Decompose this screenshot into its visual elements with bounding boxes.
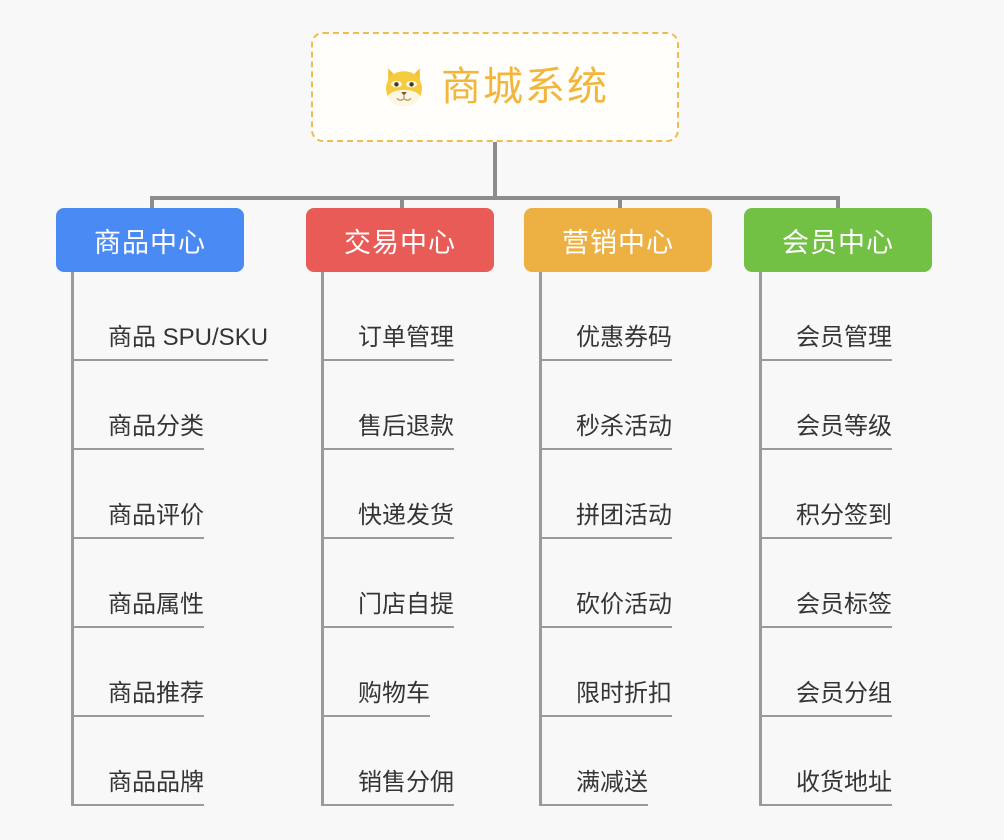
connector-drop-3 — [836, 196, 840, 210]
list-item[interactable]: 收货地址 — [762, 717, 936, 806]
leaf-label: 优惠券码 — [542, 326, 672, 361]
list-item[interactable]: 拼团活动 — [542, 450, 716, 539]
leaf-label: 门店自提 — [324, 593, 454, 628]
list-item[interactable]: 商品品牌 — [74, 717, 248, 806]
leaf-label: 砍价活动 — [542, 593, 672, 628]
list-item[interactable]: 秒杀活动 — [542, 361, 716, 450]
category-header-marketing[interactable]: 营销中心 — [524, 208, 712, 272]
connector-drop-0 — [150, 196, 154, 210]
list-item[interactable]: 积分签到 — [762, 450, 936, 539]
list-item[interactable]: 会员分组 — [762, 628, 936, 717]
list-item[interactable]: 商品推荐 — [74, 628, 248, 717]
category-column-marketing: 营销中心 优惠券码 秒杀活动 拼团活动 砍价活动 限时折扣 满减送 — [524, 208, 716, 806]
leaf-label: 商品 SPU/SKU — [74, 326, 269, 361]
list-item[interactable]: 满减送 — [542, 717, 716, 806]
list-item[interactable]: 商品评价 — [74, 450, 248, 539]
list-item[interactable]: 会员标签 — [762, 539, 936, 628]
leaf-label: 拼团活动 — [542, 504, 672, 539]
list-item[interactable]: 商品属性 — [74, 539, 248, 628]
leaf-label: 秒杀活动 — [542, 415, 672, 450]
shiba-dog-icon — [386, 68, 422, 106]
list-item[interactable]: 销售分佣 — [324, 717, 498, 806]
connector-drop-2 — [618, 196, 622, 210]
list-item[interactable]: 限时折扣 — [542, 628, 716, 717]
list-item[interactable]: 快递发货 — [324, 450, 498, 539]
connector-drop-1 — [400, 196, 404, 210]
leaf-label: 会员管理 — [762, 326, 892, 361]
leaf-label: 积分签到 — [762, 504, 892, 539]
leaf-label: 会员分组 — [762, 682, 892, 717]
leaf-list-trade: 订单管理 售后退款 快递发货 门店自提 购物车 销售分佣 — [321, 272, 498, 806]
category-header-product[interactable]: 商品中心 — [56, 208, 244, 272]
root-node[interactable]: 商城系统 — [311, 32, 679, 142]
list-item[interactable]: 砍价活动 — [542, 539, 716, 628]
list-item[interactable]: 订单管理 — [324, 272, 498, 361]
list-item[interactable]: 商品 SPU/SKU — [74, 272, 269, 361]
leaf-label: 商品属性 — [74, 593, 204, 628]
leaf-label: 满减送 — [542, 771, 648, 806]
leaf-label: 会员等级 — [762, 415, 892, 450]
leaf-list-product: 商品 SPU/SKU 商品分类 商品评价 商品属性 商品推荐 商品品牌 — [71, 272, 269, 806]
category-column-trade: 交易中心 订单管理 售后退款 快递发货 门店自提 购物车 销售分佣 — [306, 208, 498, 806]
list-item[interactable]: 会员等级 — [762, 361, 936, 450]
category-header-label: 营销中心 — [562, 227, 674, 258]
category-header-label: 商品中心 — [94, 227, 206, 258]
category-header-trade[interactable]: 交易中心 — [306, 208, 494, 272]
leaf-label: 商品推荐 — [74, 682, 204, 717]
leaf-list-marketing: 优惠券码 秒杀活动 拼团活动 砍价活动 限时折扣 满减送 — [539, 272, 716, 806]
category-column-member: 会员中心 会员管理 会员等级 积分签到 会员标签 会员分组 收货地址 — [744, 208, 936, 806]
leaf-label: 售后退款 — [324, 415, 454, 450]
leaf-label: 商品分类 — [74, 415, 204, 450]
list-item[interactable]: 优惠券码 — [542, 272, 716, 361]
leaf-label: 购物车 — [324, 682, 430, 717]
leaf-label: 销售分佣 — [324, 771, 454, 806]
list-item[interactable]: 售后退款 — [324, 361, 498, 450]
leaf-label: 限时折扣 — [542, 682, 672, 717]
category-header-member[interactable]: 会员中心 — [744, 208, 932, 272]
leaf-label: 收货地址 — [762, 771, 892, 806]
leaf-list-member: 会员管理 会员等级 积分签到 会员标签 会员分组 收货地址 — [759, 272, 936, 806]
root-title: 商城系统 — [441, 65, 609, 109]
leaf-label: 会员标签 — [762, 593, 892, 628]
leaf-label: 商品评价 — [74, 504, 204, 539]
category-header-label: 会员中心 — [782, 227, 894, 258]
connector-root-vertical — [493, 142, 497, 198]
leaf-label: 快递发货 — [324, 504, 454, 539]
leaf-label: 商品品牌 — [74, 771, 204, 806]
category-column-product: 商品中心 商品 SPU/SKU 商品分类 商品评价 商品属性 商品推荐 商品品牌 — [56, 208, 269, 806]
list-item[interactable]: 会员管理 — [762, 272, 936, 361]
connector-horizontal-bus — [150, 196, 840, 200]
list-item[interactable]: 购物车 — [324, 628, 498, 717]
leaf-label: 订单管理 — [324, 326, 454, 361]
list-item[interactable]: 商品分类 — [74, 361, 248, 450]
list-item[interactable]: 门店自提 — [324, 539, 498, 628]
category-header-label: 交易中心 — [344, 227, 456, 258]
